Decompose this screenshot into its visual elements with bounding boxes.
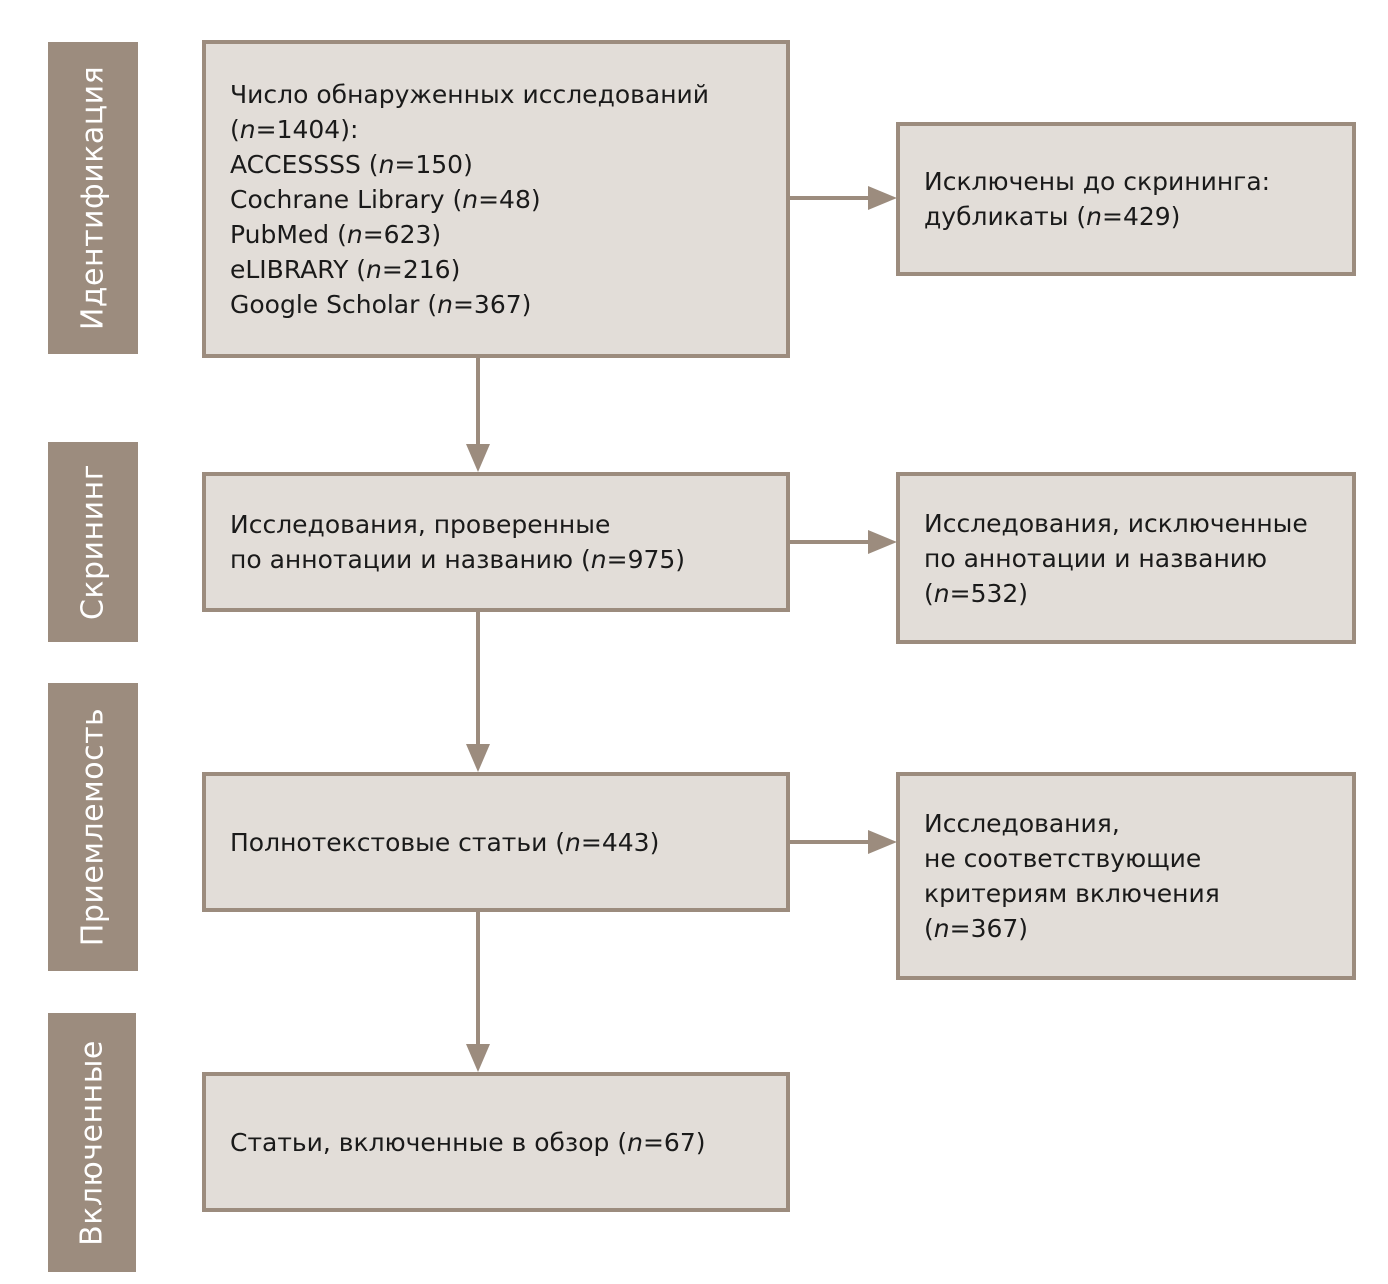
box-text: ACCESSSS ( — [230, 149, 379, 179]
box-text-line: Исключены до скрининга: — [924, 164, 1352, 199]
arrowhead-right-3 — [868, 830, 897, 854]
box-text: =367) — [452, 289, 532, 319]
box-text: критериям включения — [924, 879, 1220, 908]
box-text-line: (n=532) — [924, 576, 1352, 611]
box-text-line: eLIBRARY (n=216) — [230, 252, 786, 287]
box-excluded-eligibility: Исследования, не соответствующие критериям… — [896, 772, 1356, 980]
sample-size-symbol: n — [627, 1127, 643, 1157]
box-text: дубликаты ( — [924, 202, 1087, 231]
box-text: eLIBRARY ( — [230, 254, 367, 284]
sample-size-symbol: n — [933, 914, 950, 943]
sample-size-symbol: n — [462, 184, 479, 214]
box-text-line: Полнотекстовые статьи (n=443) — [230, 825, 786, 860]
box-text-line: (n=1404): — [230, 112, 786, 147]
stage-identification: Идентификация — [48, 42, 138, 354]
arrowhead-down-3 — [466, 1044, 490, 1072]
sample-size-symbol: n — [346, 219, 363, 249]
box-excluded-screening: Исследования, исключенные по аннотации и … — [896, 472, 1356, 644]
sample-size-symbol: n — [378, 149, 395, 179]
box-text: =216) — [381, 254, 461, 284]
box-text: =975) — [606, 545, 686, 574]
box-text: по аннотации и названию — [924, 543, 1268, 573]
box-text: Cochrane Library ( — [230, 184, 463, 214]
box-text: по аннотации и названию ( — [230, 545, 591, 574]
box-text: =443) — [580, 827, 660, 857]
box-text-line: Статьи, включенные в обзор (n=67) — [230, 1125, 786, 1160]
box-text-line: не соответствующие — [924, 841, 1352, 876]
arrowhead-right-2 — [868, 530, 897, 554]
stage-screening: Скрининг — [48, 442, 138, 642]
box-text: =429) — [1102, 202, 1181, 231]
sample-size-symbol: n — [1086, 202, 1103, 231]
box-text-line: Исследования, проверенные — [230, 507, 786, 542]
box-text-line: (n=367) — [924, 911, 1352, 946]
box-text: ( — [924, 914, 934, 943]
box-text: ( — [230, 114, 240, 144]
box-text-line: критериям включения — [924, 876, 1352, 911]
box-text-line: PubMed (n=623) — [230, 217, 786, 252]
box-text-line: Число обнаруженных исследований — [230, 77, 786, 112]
box-text: PubMed ( — [230, 219, 347, 249]
arrowhead-right-1 — [868, 186, 897, 210]
box-text-line: Исследования, — [924, 806, 1352, 841]
box-text: =532) — [949, 578, 1029, 608]
sample-size-symbol: n — [366, 254, 382, 284]
sample-size-symbol: n — [239, 114, 256, 144]
sample-size-symbol: n — [933, 578, 950, 608]
box-text-line: по аннотации и названию (n=975) — [230, 542, 786, 577]
box-text: =623) — [362, 219, 442, 249]
box-text-line: по аннотации и названию — [924, 541, 1352, 576]
box-text: Исследования, проверенные — [230, 510, 611, 539]
box-text: =1404): — [255, 114, 359, 144]
box-text: Статьи, включенные в обзор ( — [230, 1127, 628, 1157]
box-text-line: Cochrane Library (n=48) — [230, 182, 786, 217]
sample-size-symbol: n — [437, 289, 453, 319]
box-identified: Число обнаруженных исследований(n=1404):… — [202, 40, 790, 358]
box-text: Исследования, — [924, 809, 1120, 838]
box-text-line: дубликаты (n=429) — [924, 199, 1352, 234]
arrowhead-down-1 — [466, 444, 490, 472]
box-text-line: ACCESSSS (n=150) — [230, 147, 786, 182]
arrowhead-down-2 — [466, 744, 490, 772]
box-text: не соответствующие — [924, 844, 1202, 873]
sample-size-symbol: n — [565, 827, 581, 857]
box-text: ( — [924, 578, 934, 608]
box-text: =150) — [394, 149, 473, 179]
stage-included: Включенные — [48, 1013, 136, 1272]
box-text: Исключены до скрининга: — [924, 167, 1271, 196]
box-included: Статьи, включенные в обзор (n=67) — [202, 1072, 790, 1212]
box-text: Google Scholar ( — [230, 289, 438, 319]
box-text: Исследования, исключенные — [924, 508, 1308, 538]
box-text: =67) — [642, 1127, 706, 1157]
sample-size-symbol: n — [590, 545, 607, 574]
stage-eligibility: Приемлемость — [48, 683, 138, 971]
box-text-line: Google Scholar (n=367) — [230, 287, 786, 322]
box-text: =367) — [949, 914, 1029, 943]
box-screened: Исследования, проверенные по аннотации и … — [202, 472, 790, 612]
box-duplicates: Исключены до скрининга: дубликаты (n=429) — [896, 122, 1356, 276]
box-text-line: Исследования, исключенные — [924, 506, 1352, 541]
box-text: Полнотекстовые статьи ( — [230, 827, 566, 857]
box-text: =48) — [478, 184, 541, 214]
box-text: Число обнаруженных исследований — [230, 79, 710, 109]
box-fulltext: Полнотекстовые статьи (n=443) — [202, 772, 790, 912]
